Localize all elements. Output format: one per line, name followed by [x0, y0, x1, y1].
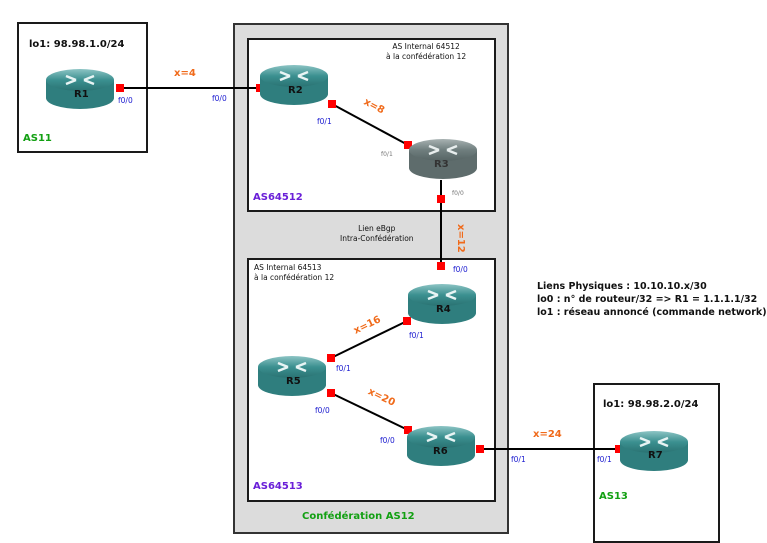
link-cost-r1-r2: x=4	[174, 68, 196, 79]
as64513-label: AS64513	[253, 481, 303, 492]
confederation-link-note: Lien eBgp Intra-Confédération	[340, 224, 414, 244]
iface-r2-f0-1: f0/1	[317, 117, 332, 126]
as13-loopback: lo1: 98.98.2.0/24	[603, 399, 699, 410]
as11-loopback: lo1: 98.98.1.0/24	[29, 39, 125, 50]
link-cost-r3-r4: x=12	[455, 224, 466, 253]
iface-r6-f0-1: f0/1	[511, 455, 526, 464]
port-r6-f0-1	[476, 445, 484, 453]
iface-r2-f0-0: f0/0	[212, 94, 227, 103]
port-r3-f0-0	[437, 195, 445, 203]
as64513-note-line1: AS Internal 64513	[254, 263, 322, 272]
router-r5-label[interactable]: R5	[286, 376, 301, 387]
addressing-legend: Liens Physiques : 10.10.10.x/30 lo0 : n°…	[537, 280, 767, 319]
router-r2-label[interactable]: R2	[288, 85, 303, 96]
as64512-note: AS Internal 64512 à la confédération 12	[386, 42, 466, 62]
port-r6-f0-0	[404, 426, 412, 434]
port-r4-f0-1	[403, 317, 411, 325]
topology-links	[44, 63, 690, 473]
port-r5-f0-0	[327, 389, 335, 397]
iface-r6-f0-0: f0/0	[380, 436, 395, 445]
router-r6-label[interactable]: R6	[433, 446, 448, 457]
router-r7-label[interactable]: R7	[648, 450, 663, 461]
as13-label: AS13	[599, 491, 628, 502]
link-cost-r6-r7: x=24	[533, 429, 562, 440]
link-note-line1: Lien eBgp	[358, 224, 396, 233]
iface-r1-f0-0: f0/0	[118, 96, 133, 105]
as64513-note: AS Internal 64513 à la confédération 12	[254, 263, 334, 283]
as11-label: AS11	[23, 133, 52, 144]
as64512-note-line2: à la confédération 12	[386, 52, 467, 61]
router-r1-label[interactable]: R1	[74, 89, 89, 100]
legend-line-2: lo0 : n° de routeur/32 => R1 = 1.1.1.1/3…	[537, 294, 758, 305]
link-r2-r3	[331, 103, 409, 146]
port-r1-f0-0	[116, 84, 124, 92]
as64512-label: AS64512	[253, 192, 303, 203]
legend-line-1: Liens Physiques : 10.10.10.x/30	[537, 281, 707, 292]
router-r4-label[interactable]: R4	[436, 304, 451, 315]
link-r4-r5	[330, 320, 408, 359]
port-r2-f0-1	[328, 100, 336, 108]
link-r5-r6	[330, 392, 409, 431]
router-r3-label[interactable]: R3	[434, 159, 449, 170]
iface-r3-f0-0: f0/0	[452, 190, 464, 197]
as64513-note-line2: à la confédération 12	[254, 273, 335, 282]
iface-r4-f0-1: f0/1	[409, 331, 424, 340]
confederation-label: Confédération AS12	[302, 511, 415, 522]
port-r3-f0-1	[404, 141, 412, 149]
iface-r4-f0-0: f0/0	[453, 265, 468, 274]
port-r7-f0-1	[615, 445, 623, 453]
link-note-line2: Intra-Confédération	[340, 234, 414, 243]
legend-line-3: lo1 : réseau annoncé (commande network)	[537, 307, 767, 318]
iface-r7-f0-1: f0/1	[597, 455, 612, 464]
iface-r3-f0-1: f0/1	[381, 151, 393, 158]
iface-r5-f0-0: f0/0	[315, 406, 330, 415]
as64512-note-line1: AS Internal 64512	[392, 42, 460, 51]
port-r5-f0-1	[327, 354, 335, 362]
port-r4-f0-0	[437, 262, 445, 270]
iface-r5-f0-1: f0/1	[336, 364, 351, 373]
